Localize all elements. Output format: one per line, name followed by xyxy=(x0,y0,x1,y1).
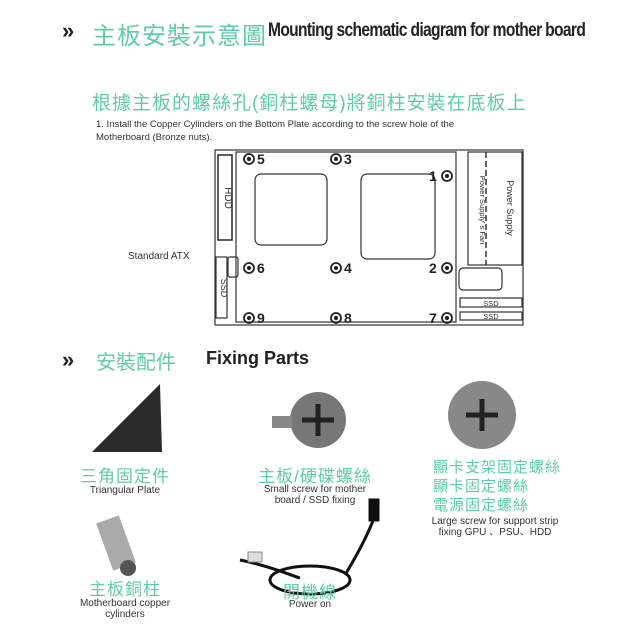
fixing-title-en: Fixing Parts xyxy=(206,348,310,368)
screw-hole-label: 7 xyxy=(429,310,437,326)
page-title-en: Mounting schematic diagram for mother bo… xyxy=(268,20,586,41)
atx-label: Standard ATX xyxy=(128,251,190,262)
screw-hole-1 xyxy=(441,170,453,182)
part-small-screw-en: Small screw for mother board / SSD fixin… xyxy=(263,484,367,506)
instruction-text: 1. Install the Copper Cylinders on the B… xyxy=(96,119,455,143)
part-power-cable-cn: 開機線 xyxy=(283,583,337,602)
part-large-screw-cn: 顯卡支架固定螺絲 顯卡固定螺絲 電源固定螺絲 xyxy=(433,459,562,514)
power-cable-image xyxy=(239,498,380,596)
ssd2-label: SSD xyxy=(483,312,499,321)
small-screw-image xyxy=(272,392,346,448)
part-large-screw-en: Large screw for support strip fixing GPU… xyxy=(431,516,559,538)
psu-label: Power Supply xyxy=(505,180,515,236)
instruction-title: 根據主板的螺絲孔(銅柱螺母)將銅柱安裝在底板上 xyxy=(92,93,527,114)
screw-hole-4 xyxy=(330,262,342,274)
triangular-plate-image xyxy=(92,384,162,452)
screw-hole-label: 3 xyxy=(344,151,352,167)
screw-hole-3 xyxy=(330,153,342,165)
part-power-cable-en: Power on xyxy=(288,599,332,610)
fixing-title-cn: 安裝配件 xyxy=(96,352,176,374)
parts-images xyxy=(92,381,516,596)
screw-hole-9 xyxy=(243,312,255,324)
screw-hole-8 xyxy=(330,312,342,324)
psu-fan-label: Power Supply' s Fan xyxy=(478,176,487,245)
large-screw-image xyxy=(448,381,516,449)
mounting-diagram: HDD SSD Power Supply Power Supply' s Fan… xyxy=(214,149,524,326)
chevron-icon: » xyxy=(62,347,75,372)
page-title-cn: 主板安裝示意圖 xyxy=(92,23,267,50)
hdd-label: HDD xyxy=(222,187,233,209)
screw-hole-2 xyxy=(441,262,453,274)
ssd-left-label: SSD xyxy=(219,279,229,298)
screw-hole-label: 4 xyxy=(344,260,352,276)
part-copper-cylinder-cn: 主板銅柱 xyxy=(89,580,161,599)
screw-holes xyxy=(243,153,453,324)
ssd1-label: SSD xyxy=(483,299,499,308)
screw-hole-5 xyxy=(243,153,255,165)
part-small-screw-cn: 主板/硬碟螺絲 xyxy=(258,467,372,486)
screw-hole-6 xyxy=(243,262,255,274)
screw-hole-7 xyxy=(441,312,453,324)
screw-hole-label: 9 xyxy=(257,310,265,326)
screw-hole-label: 8 xyxy=(344,310,352,326)
part-copper-cylinder-en: Motherboard copper cylinders xyxy=(79,598,171,620)
copper-cylinder-image xyxy=(96,515,136,576)
part-triangular-plate-cn: 三角固定件 xyxy=(80,467,170,486)
part-triangular-plate-en: Triangular Plate xyxy=(89,485,161,496)
screw-hole-label: 6 xyxy=(257,260,265,276)
screw-hole-label: 2 xyxy=(429,260,437,276)
screw-hole-label: 1 xyxy=(429,168,437,184)
chevron-icon: » xyxy=(62,18,75,43)
screw-hole-label: 5 xyxy=(257,151,265,167)
